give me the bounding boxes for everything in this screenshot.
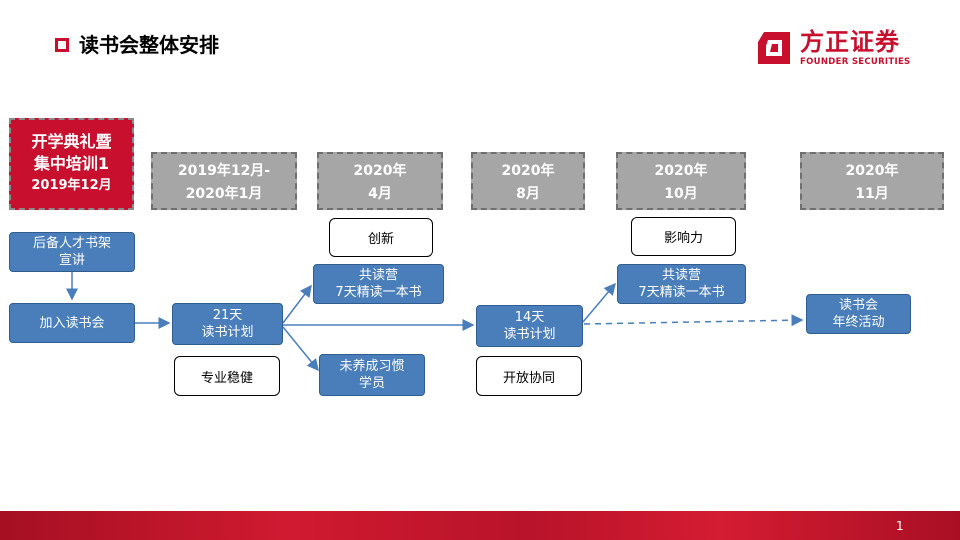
plan14-line2: 读书计划 <box>503 327 556 342</box>
phase-oct-line1: 2020年 <box>654 162 708 179</box>
final-line1: 读书会 <box>838 298 878 313</box>
phase-dec-jan-line2: 2020年1月 <box>185 185 263 202</box>
backup-talent-line2: 宣讲 <box>58 253 85 268</box>
camp2-box: 共读营 7天精读一本书 <box>617 264 746 304</box>
join-label: 加入读书会 <box>39 315 105 331</box>
phase-aug-line1: 2020年 <box>501 162 555 179</box>
backup-talent-line1: 后备人才书架 <box>32 236 111 251</box>
phase-aug-line2: 8月 <box>516 185 540 202</box>
tag-influence: 影响力 <box>631 217 736 256</box>
arrow-plan14-to-final <box>583 314 804 327</box>
phase-opening-line1: 开学典礼暨 <box>31 132 112 151</box>
phase-opening: 开学典礼暨 集中培训1 2019年12月 <box>9 118 134 210</box>
final-line2: 年终活动 <box>832 315 885 330</box>
habit-line2: 学员 <box>358 376 385 391</box>
plan21-line2: 读书计划 <box>201 325 254 340</box>
camp1-line2: 7天精读一本书 <box>335 285 422 300</box>
backup-talent-box: 后备人才书架 宣讲 <box>9 232 135 272</box>
camp2-line2: 7天精读一本书 <box>638 285 725 300</box>
tag-professional: 专业稳健 <box>174 356 280 396</box>
plan21-box: 21天 读书计划 <box>172 303 283 345</box>
arrow-plan14-to-camp2 <box>582 282 616 323</box>
arrow-plan21-to-habit <box>282 326 319 372</box>
phase-oct: 2020年 10月 <box>616 152 746 210</box>
phase-opening-line3: 2019年12月 <box>31 178 112 193</box>
phase-nov: 2020年 11月 <box>800 152 944 210</box>
tag-open: 开放协同 <box>476 356 582 396</box>
phase-dec-jan-line1: 2019年12月- <box>177 162 271 179</box>
logo-name-cn: 方正证券 <box>800 28 900 56</box>
page-number: 1 <box>896 519 904 533</box>
tag-innovation: 创新 <box>329 218 433 257</box>
phase-aug: 2020年 8月 <box>471 152 585 210</box>
phase-nov-line2: 11月 <box>855 185 889 202</box>
phase-opening-line2: 集中培训1 <box>33 154 110 173</box>
phase-dec-jan: 2019年12月- 2020年1月 <box>151 152 297 210</box>
arrow-plan21-to-camp1 <box>282 284 312 324</box>
page-title: 读书会整体安排 <box>79 33 219 57</box>
logo-name-en: FOUNDER SECURITIES <box>800 57 911 67</box>
footer-bar <box>0 511 960 540</box>
camp1-box: 共读营 7天精读一本书 <box>313 264 444 304</box>
phase-apr: 2020年 4月 <box>317 152 443 210</box>
plan14-line1: 14天 <box>514 310 545 325</box>
plan14-box: 14天 读书计划 <box>476 305 583 347</box>
phase-apr-line1: 2020年 <box>353 162 407 179</box>
founder-logo-icon <box>758 32 790 64</box>
plan21-line1: 21天 <box>212 308 243 323</box>
camp2-line1: 共读营 <box>661 268 701 283</box>
habit-box: 未养成习惯 学员 <box>319 354 425 396</box>
join-box: 加入读书会 <box>9 303 135 343</box>
final-box: 读书会 年终活动 <box>806 294 911 334</box>
camp1-line1: 共读营 <box>358 268 398 283</box>
phase-oct-line2: 10月 <box>664 185 698 202</box>
phase-nov-line1: 2020年 <box>845 162 899 179</box>
title-bullet-icon <box>55 38 69 52</box>
phase-apr-line2: 4月 <box>368 185 392 202</box>
habit-line1: 未养成习惯 <box>339 359 405 374</box>
